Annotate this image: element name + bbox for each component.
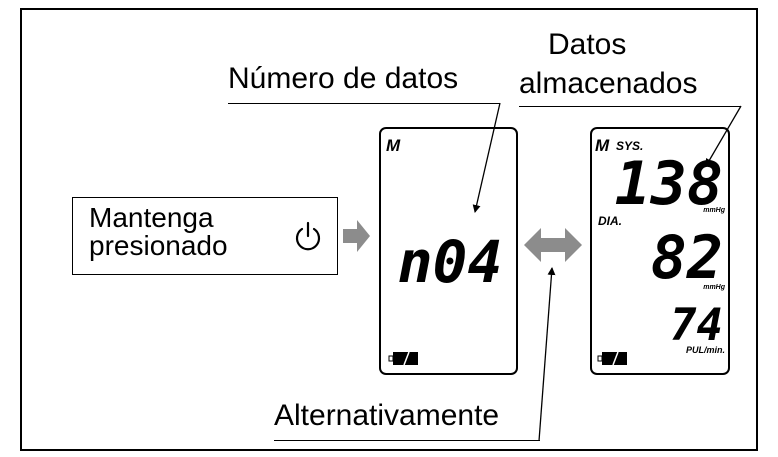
datos-underline xyxy=(519,106,741,107)
memory-mark-right: M xyxy=(595,136,610,155)
pulse-value: 74 xyxy=(670,300,723,351)
label-almacenados: almacenados xyxy=(519,67,698,100)
leader-numero xyxy=(472,102,501,213)
label-alternativamente: Alternativamente xyxy=(274,399,500,432)
double-arrow-icon xyxy=(524,228,582,262)
leader-datos xyxy=(705,105,742,167)
leader-alternativamente xyxy=(538,267,556,442)
hold-button-box: Mantenga presionado xyxy=(72,197,338,275)
sys-value: 138 xyxy=(615,149,723,219)
sys-unit: mmHg xyxy=(703,207,726,214)
pulse-unit: PUL/min. xyxy=(686,345,725,355)
diagram-frame xyxy=(20,8,758,451)
numero-underline xyxy=(228,103,500,104)
reading-count: n04 xyxy=(398,228,503,296)
memory-mark-left: M xyxy=(386,136,401,155)
power-icon xyxy=(295,221,321,251)
battery-icon xyxy=(597,351,627,366)
hold-label-line2: presionado xyxy=(89,230,228,261)
dia-value: 82 xyxy=(651,223,723,293)
alternativamente-underline xyxy=(274,440,540,441)
label-numero-de-datos: Número de datos xyxy=(228,62,459,95)
lcd-display-count xyxy=(379,127,518,375)
battery-icon xyxy=(388,351,418,366)
arrow-right-icon xyxy=(343,220,370,252)
label-datos: Datos xyxy=(548,28,627,61)
lcd-display-stored xyxy=(590,127,730,375)
dia-unit: mmHg xyxy=(703,284,726,291)
dia-label: DIA. xyxy=(598,214,622,228)
sys-label: SYS. xyxy=(616,139,643,153)
hold-label-line1: Mantenga xyxy=(89,202,214,233)
